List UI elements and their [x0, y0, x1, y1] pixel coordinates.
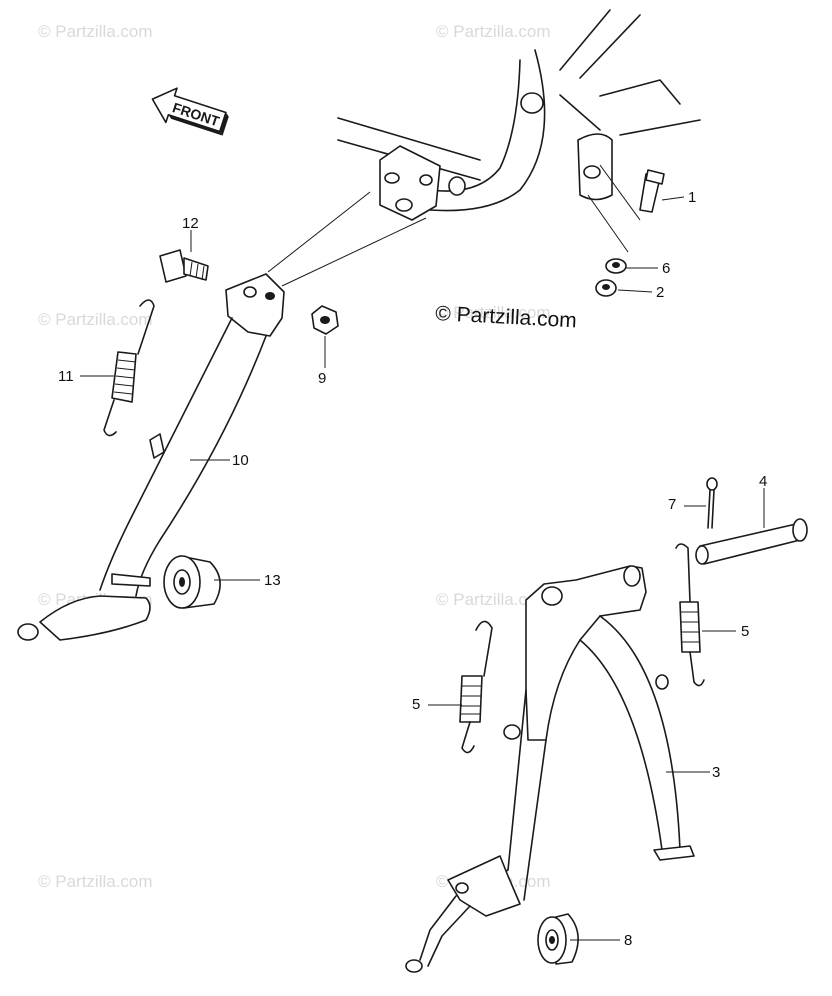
watermark: © Partzilla.com	[38, 872, 153, 891]
nut-part-2	[595, 279, 617, 297]
callout-12: 12	[182, 215, 199, 232]
spring-part-11	[103, 299, 155, 437]
side-stand-part-10	[17, 273, 285, 641]
nut-part-9	[311, 305, 339, 335]
callout-2: 2	[656, 284, 665, 301]
callout-6: 6	[662, 260, 671, 277]
watermark: © Partzilla.com	[436, 590, 551, 609]
roller-part-8	[537, 913, 579, 965]
watermark: © Partzilla.com	[38, 22, 153, 41]
callout-4: 4	[759, 473, 768, 490]
pivot-pin-part-4	[695, 518, 808, 565]
nut-part-6	[605, 258, 627, 274]
callout-9: 9	[318, 370, 327, 387]
roller-part-13	[163, 555, 221, 609]
callout-13: 13	[264, 572, 281, 589]
callout-3: 3	[712, 764, 721, 781]
watermark: © Partzilla.com	[436, 22, 551, 41]
bolt-part-1	[639, 169, 665, 213]
callout-11: 11	[58, 368, 74, 385]
spring-part-5-left	[459, 620, 493, 754]
callout-1: 1	[688, 189, 697, 206]
callout-10: 10	[232, 452, 249, 469]
front-arrow: FRONT	[151, 87, 229, 136]
watermark: © Partzilla.com	[38, 310, 153, 329]
bolt-part-12	[159, 249, 209, 283]
callout-5-left: 5	[412, 696, 421, 713]
frame	[267, 9, 701, 287]
leader-lines	[80, 196, 765, 941]
callout-5-right: 5	[741, 623, 750, 640]
callout-7: 7	[668, 496, 677, 513]
center-stand-part-3	[405, 565, 695, 973]
cotter-pin-part-7	[706, 477, 718, 529]
callout-8: 8	[624, 932, 633, 949]
spring-part-5-right	[675, 543, 705, 687]
watermark: © Partzilla.com	[436, 303, 551, 322]
